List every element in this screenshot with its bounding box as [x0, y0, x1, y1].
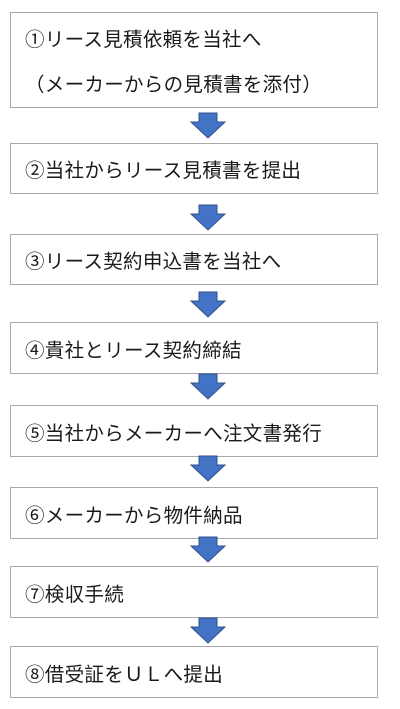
down-arrow-icon: [190, 204, 226, 231]
step-5-text: ⑤当社からメーカーへ注文書発行: [25, 421, 323, 445]
down-arrow-icon: [190, 536, 226, 563]
down-arrow-icon: [190, 373, 226, 400]
down-arrow-icon: [190, 112, 226, 139]
step-4-box: ④貴社とリース契約締結: [10, 322, 378, 374]
step-3-text: ③リース契約申込書を当社へ: [25, 250, 282, 273]
step-7-box: ⑦検収手続: [10, 566, 378, 618]
down-arrow-icon: [190, 617, 226, 644]
step-8-box: ⑧借受証をＵＬへ提出: [10, 646, 378, 698]
step-2-box: ②当社からリース見積書を提出: [10, 143, 378, 194]
down-arrow-icon: [190, 455, 226, 482]
step-6-text: ⑥メーカーから物件納品: [25, 503, 243, 527]
down-arrow-icon: [190, 291, 226, 318]
step-6-box: ⑥メーカーから物件納品: [10, 487, 378, 539]
step-1-box: ①リース見積依頼を当社へ （メーカーからの見積書を添付）: [10, 12, 378, 108]
step-1-note: （メーカーからの見積書を添付）: [25, 73, 323, 96]
step-5-box: ⑤当社からメーカーへ注文書発行: [10, 405, 378, 457]
step-2-text: ②当社からリース見積書を提出: [25, 159, 302, 182]
step-7-text: ⑦検収手続: [25, 582, 125, 606]
step-8-text: ⑧借受証をＵＬへ提出: [25, 662, 224, 686]
step-3-box: ③リース契約申込書を当社へ: [10, 234, 378, 285]
step-4-text: ④貴社とリース契約締結: [25, 338, 242, 362]
step-1-text: ①リース見積依頼を当社へ: [25, 28, 262, 51]
